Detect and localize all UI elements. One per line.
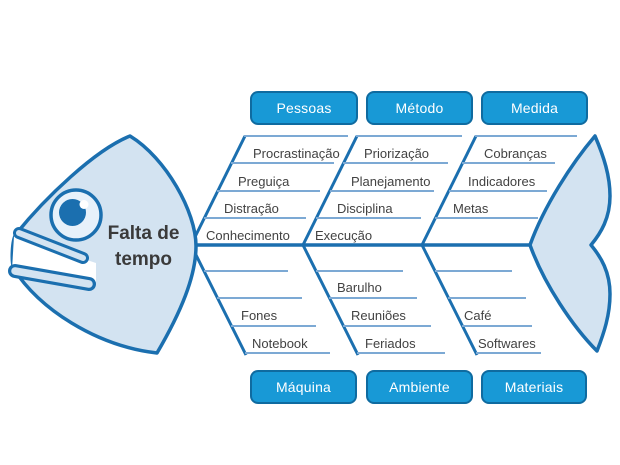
- cause-softwares: Softwares: [478, 336, 536, 351]
- cause-barulho: Barulho: [337, 280, 382, 295]
- category-box-ambiente: Ambiente: [366, 370, 473, 404]
- cause-disciplina: Disciplina: [337, 201, 393, 216]
- category-box-maquina: Máquina: [250, 370, 357, 404]
- cause-priorizacao: Priorização: [364, 146, 430, 161]
- category-box-medida: Medida: [481, 91, 588, 125]
- cause-procrastinacao: Procrastinação: [253, 146, 340, 161]
- cause-distracao: Distração: [224, 201, 279, 216]
- cause-reunioes: Reuniões: [351, 308, 406, 323]
- cause-cobrancas: Cobranças: [484, 146, 547, 161]
- fish-head: [8, 134, 198, 355]
- cause-planejamento: Planejamento: [351, 174, 431, 189]
- problem-title: Falta de tempo: [107, 223, 180, 270]
- cause-cafe: Café: [464, 308, 492, 323]
- bottom-bones: [189, 244, 479, 356]
- category-box-pessoas: Pessoas: [250, 91, 358, 125]
- fish-tail: [528, 134, 612, 353]
- cause-fones: Fones: [241, 308, 278, 323]
- cause-metas: Metas: [453, 201, 489, 216]
- fish-head-outline: [10, 134, 198, 355]
- eye-icon: [49, 188, 103, 242]
- cause-lines-bottom: [204, 270, 541, 354]
- lower-lip-fill: [11, 267, 93, 288]
- category-box-materiais: Materiais: [481, 370, 587, 404]
- cause-notebook: Notebook: [252, 336, 308, 351]
- cause-feriados: Feriados: [365, 336, 416, 351]
- cause-execucao: Execução: [315, 228, 373, 243]
- cause-preguica: Preguiça: [238, 174, 290, 189]
- upper-lip-fill: [16, 230, 86, 261]
- category-box-metodo: Método: [366, 91, 473, 125]
- cause-conhecimento: Conhecimento: [206, 228, 290, 243]
- cause-indicadores: Indicadores: [468, 174, 536, 189]
- cause-lines-top: [204, 135, 577, 219]
